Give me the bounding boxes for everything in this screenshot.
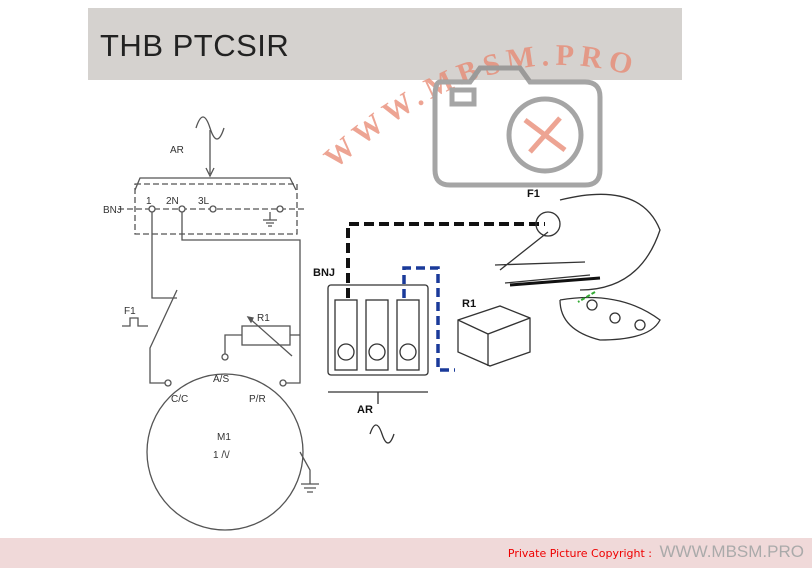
connector-box <box>134 183 298 235</box>
r1-label: R1 <box>257 313 270 324</box>
connector-label: BNJ <box>103 205 122 216</box>
motor-phase: 1 /\/ <box>213 450 230 461</box>
schematic <box>118 116 319 531</box>
ar-label: AR <box>357 404 373 416</box>
r1-label: R1 <box>462 298 476 310</box>
f1-label: F1 <box>124 306 136 317</box>
title-bar: THB PTCSIR <box>88 8 682 80</box>
sine-icon <box>195 116 225 140</box>
motor-label: M1 <box>217 432 231 443</box>
sine-icon <box>369 424 395 444</box>
footer: Private Picture Copyright : WWW.MBSM.PRO <box>0 538 812 568</box>
relay <box>457 305 531 367</box>
pr-label: P/R <box>249 394 266 405</box>
supply-label: AR <box>170 145 184 156</box>
connector-block <box>327 284 429 376</box>
tools-icon <box>523 116 567 154</box>
thermal-switch <box>149 289 178 384</box>
ground-icon <box>263 212 277 227</box>
copyright-text: Private Picture Copyright : <box>507 547 652 560</box>
bnj-label: BNJ <box>313 267 335 279</box>
page-title: THB PTCSIR <box>100 28 290 63</box>
ptc-resistor <box>241 325 291 346</box>
as-label: A/S <box>213 374 229 385</box>
f1-label: F1 <box>527 188 540 200</box>
wiring-drawing <box>327 193 661 444</box>
watermark-text: WWW.MBSM.PRO <box>318 39 636 175</box>
svg-text:WWW.MBSM.PRO: WWW.MBSM.PRO <box>318 39 642 175</box>
protector <box>535 211 561 237</box>
terminal-3l: 3L <box>198 196 210 207</box>
terminal-1: 1 <box>146 196 152 207</box>
site-link[interactable]: WWW.MBSM.PRO <box>659 542 804 561</box>
watermark: WWW.MBSM.PRO <box>318 39 642 188</box>
camera-icon <box>432 65 603 188</box>
terminal-2n: 2N <box>166 196 179 207</box>
motor-circle <box>146 373 304 531</box>
cc-label: C/C <box>171 394 188 405</box>
